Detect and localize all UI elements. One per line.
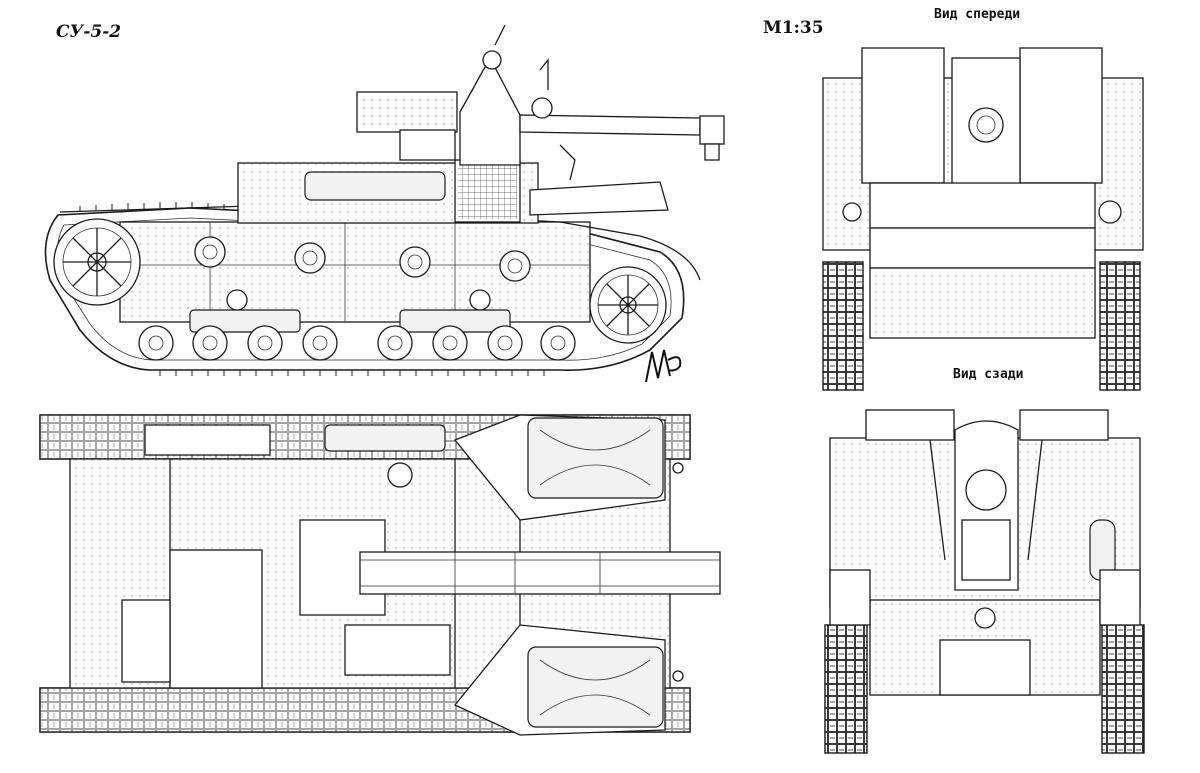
gun-barrel — [519, 114, 701, 136]
front-track-right — [1099, 261, 1141, 391]
side-view — [44, 24, 725, 383]
rear-track-left — [824, 624, 868, 754]
road-wheels — [138, 325, 576, 361]
drawing-title: СУ-5-2 — [56, 22, 122, 42]
engine-hatch — [169, 549, 263, 689]
front-view — [822, 47, 1144, 391]
rear-view-caption: Вид сзади — [953, 367, 1024, 382]
top-view — [39, 414, 721, 736]
drive-sprocket — [53, 218, 141, 306]
drawing-scale: М1:35 — [763, 18, 824, 38]
idler-wheel — [589, 266, 667, 344]
side-fuel-tank — [304, 171, 446, 201]
front-track-left — [822, 261, 864, 391]
top-gun-barrel — [359, 551, 721, 595]
author-signature — [645, 349, 682, 383]
front-view-caption: Вид спереди — [934, 7, 1021, 22]
rear-track-right — [1101, 624, 1145, 754]
suspension-bogies — [189, 289, 511, 333]
rear-deck — [529, 181, 669, 216]
gun-shield — [459, 56, 521, 166]
rear-view — [824, 409, 1145, 754]
top-fuel-tank — [324, 424, 446, 452]
return-rollers — [194, 236, 531, 282]
